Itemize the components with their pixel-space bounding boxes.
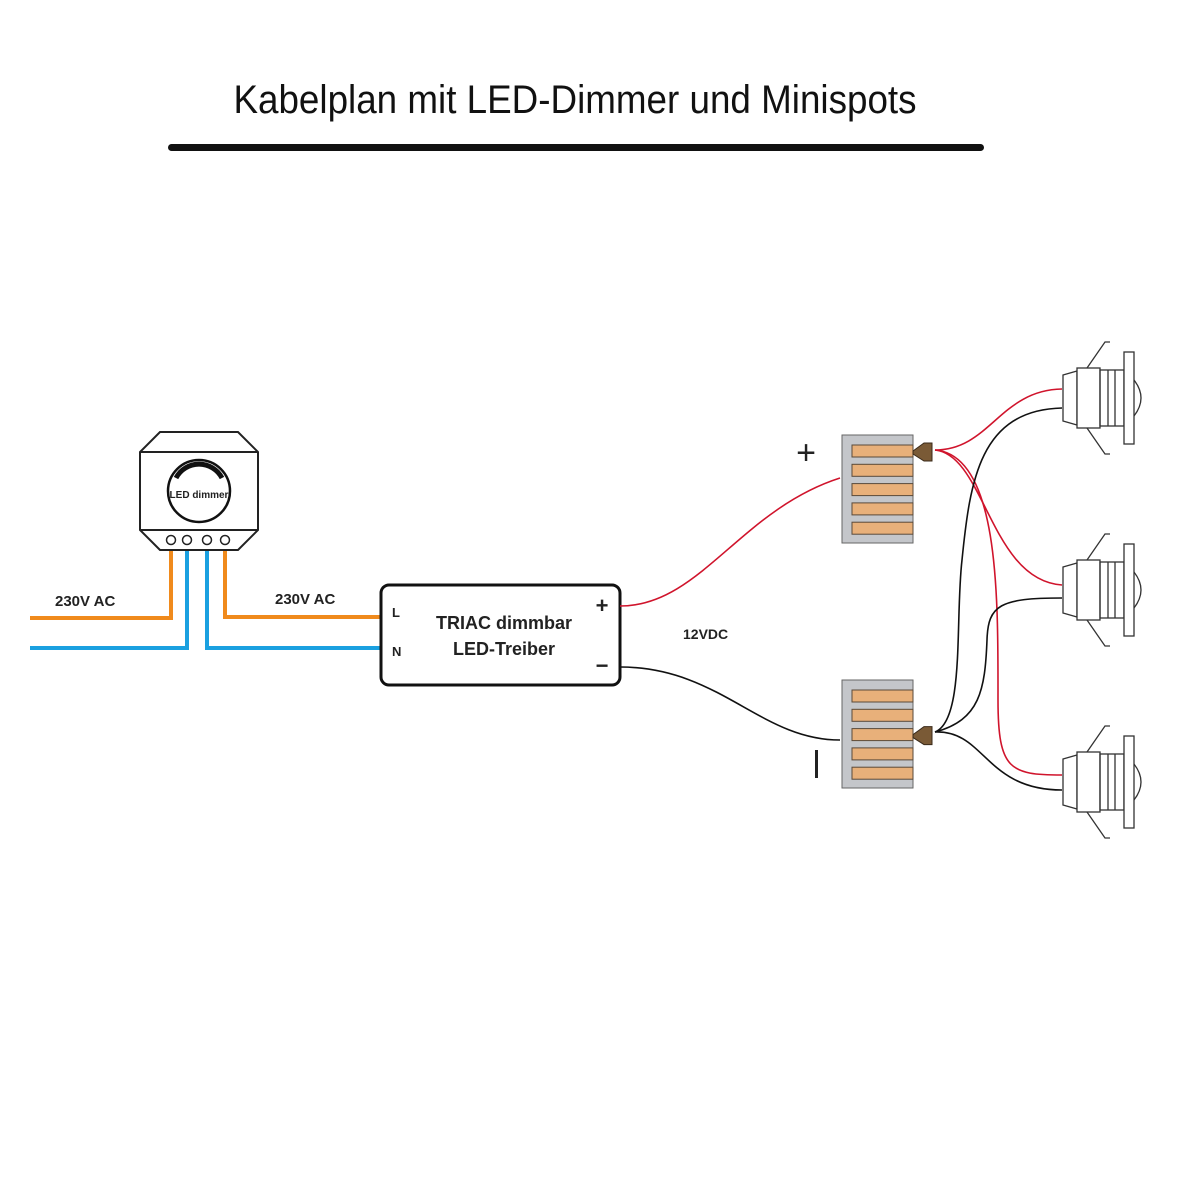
spot-clip (1086, 811, 1110, 839)
connector-slot (851, 444, 914, 458)
driver-terminal-minus: − (596, 653, 609, 678)
negative-symbol (815, 750, 818, 778)
dc-voltage-label: 12VDC (683, 626, 728, 642)
spot-flange (1123, 735, 1135, 829)
spot-clip (1086, 725, 1110, 753)
minispot (1062, 533, 1142, 647)
phase-wire-output (223, 548, 382, 619)
dimmer-terminal (201, 534, 213, 546)
dimmer-knob (166, 458, 232, 524)
connector-plug (912, 442, 933, 462)
dimmer-terminal (165, 534, 177, 546)
spot-lens (1133, 763, 1142, 801)
driver-terminal-n: N (392, 644, 401, 659)
driver-title-line2: LED-Treiber (453, 639, 555, 659)
positive-symbol: + (796, 434, 816, 472)
spot-back (1062, 370, 1078, 426)
positive-wire-spot2 (934, 449, 1063, 586)
spot-clip (1086, 427, 1110, 455)
minispot (1062, 725, 1142, 839)
driver-title-line1: TRIAC dimmbar (436, 613, 572, 633)
negative-wire-spot2 (934, 597, 1063, 733)
minispot (1062, 341, 1142, 455)
driver-terminal-plus: + (596, 593, 609, 618)
spot-back (1062, 562, 1078, 618)
spot-body (1099, 753, 1125, 811)
dimmer-terminal (219, 534, 231, 546)
mains-output-label: 230V AC (275, 591, 335, 608)
positive-wire-main (619, 477, 841, 607)
connector-slot (851, 689, 914, 703)
spot-housing (1076, 559, 1101, 621)
connector-slot (851, 728, 914, 742)
spot-clip (1086, 533, 1110, 561)
connector-slot (851, 766, 914, 780)
positive-wire-spot3 (934, 449, 1063, 776)
spot-lens (1133, 571, 1142, 609)
connector-slot (851, 708, 914, 722)
negative-wire-spot3 (934, 731, 1063, 791)
positive-wire-spot1 (934, 388, 1063, 451)
connector-slot (851, 521, 914, 535)
mains-input-label: 230V AC (55, 593, 115, 610)
spot-wires (934, 388, 1063, 791)
spot-housing (1076, 367, 1101, 429)
dimmer-terminal (181, 534, 193, 546)
spot-lens (1133, 379, 1142, 417)
negative-wire-spot1 (934, 407, 1063, 733)
spot-clip (1086, 341, 1110, 369)
phase-wire-input (30, 548, 173, 620)
neutral-wire-output (205, 548, 382, 650)
dimmer-arc-icon (173, 461, 225, 480)
connector-slot (851, 463, 914, 477)
connector-slot (851, 502, 914, 516)
diagram-title: Kabelplan mit LED-Dimmer und Minispots (233, 78, 917, 122)
mains-wires (30, 548, 382, 650)
connector-slot (851, 747, 914, 761)
title-underline (168, 144, 984, 151)
negative-wire-main (619, 666, 841, 741)
negative-connector (841, 679, 933, 789)
driver-terminal-l: L (392, 605, 400, 620)
spot-body (1099, 369, 1125, 427)
driver-body (379, 583, 622, 687)
neutral-wire-input (30, 548, 189, 650)
spot-body (1099, 561, 1125, 619)
connector-plug (912, 726, 933, 746)
connector-slot (851, 483, 914, 497)
spot-housing (1076, 751, 1101, 813)
spot-clip (1086, 619, 1110, 647)
spot-flange (1123, 351, 1135, 445)
spot-back (1062, 754, 1078, 810)
spot-flange (1123, 543, 1135, 637)
positive-connector (841, 434, 933, 544)
led-driver: L N TRIAC dimmbar LED-Treiber + − (379, 583, 622, 687)
led-dimmer: LED dimmer (139, 431, 259, 551)
dimmer-label: LED dimmer (170, 490, 229, 501)
